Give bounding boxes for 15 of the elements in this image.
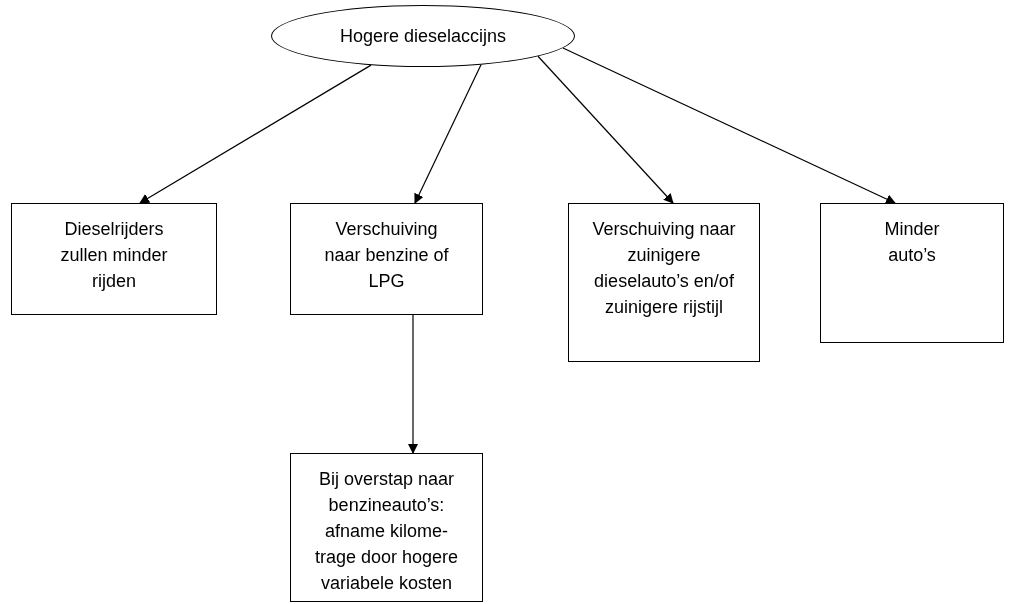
node-text: Hogere dieselaccijns [339,25,507,48]
arrow [562,47,896,204]
node-text: Bij overstap naar benzineauto’s: afname kilome-trage door hogere variabele kosten [313,468,460,595]
text-box [568,203,760,362]
text-box [820,203,1004,343]
node-text: Dieselrijders zullen minder rijden [59,218,169,293]
arrow [408,314,418,454]
text-box [290,453,483,602]
node-text: Verschuiving naar zuinigere dieselauto’s en/of zuinigere rijstijl [591,218,737,319]
node-text: Verschuiving naar benzine of LPG [324,218,449,293]
node-text: Minder auto’s [883,218,941,267]
text-box [290,203,483,315]
arrow [414,64,482,204]
text-box [11,203,217,315]
arrow [537,55,674,204]
